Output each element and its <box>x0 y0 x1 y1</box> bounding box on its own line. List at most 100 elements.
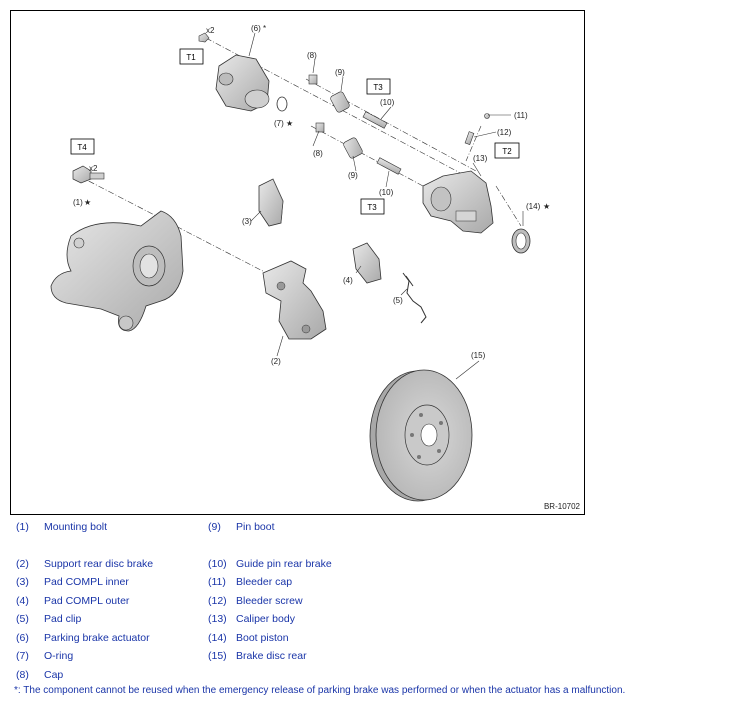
quantity-mark-mounting-bolt: x2 <box>89 164 98 173</box>
legend-item: (14) Boot piston <box>208 632 289 644</box>
guide-pin-upper-part <box>362 111 388 129</box>
callout-13: (13) <box>473 154 488 163</box>
callout-3: (3) <box>242 217 252 226</box>
pin-boot-upper-part <box>330 91 350 113</box>
mounting-bolt-part <box>72 165 105 184</box>
callout-1: (1) <box>73 198 83 207</box>
callout-4: (4) <box>343 276 353 285</box>
callout-6: (6) <box>251 24 261 33</box>
legend-number: (13) <box>208 613 227 625</box>
guide-pin-lower-part <box>376 157 402 175</box>
parking-actuator-part <box>198 32 270 112</box>
boot-piston-part <box>511 228 531 254</box>
legend-name: Guide pin rear brake <box>236 558 332 570</box>
torque-label-t3-upper: T3 <box>373 83 383 92</box>
quantity-mark-actuator-bolt: x2 <box>206 26 215 35</box>
knuckle-part <box>50 210 184 332</box>
torque-label-t1: T1 <box>186 53 196 62</box>
callout-2: (2) <box>271 357 281 366</box>
legend-number: (15) <box>208 650 227 662</box>
legend-name: Boot piston <box>236 632 289 644</box>
torque-label-t2: T2 <box>502 147 512 156</box>
callout-7: (7) <box>274 119 284 128</box>
bleeder-cap-part <box>484 113 490 119</box>
legend-name: Pad COMPL outer <box>44 595 130 607</box>
callout-8-lower: (8) <box>313 149 323 158</box>
legend-name: Pin boot <box>236 521 275 533</box>
legend-item: (13) Caliper body <box>208 613 295 625</box>
legend-number: (4) <box>16 595 29 607</box>
torque-label-t4: T4 <box>77 143 87 152</box>
legend-item: (1)Mounting bolt <box>16 521 107 533</box>
inner-pad-part <box>258 178 284 227</box>
legend-name: Parking brake actuator <box>44 632 150 644</box>
legend-number: (6) <box>16 632 29 644</box>
pad-clip-part <box>402 272 427 324</box>
cap-lower-part <box>315 122 325 133</box>
callout-9-upper: (9) <box>335 68 345 77</box>
legend-name: O-ring <box>44 650 74 662</box>
callout-14: (14) <box>526 202 541 211</box>
leader-lines <box>248 32 524 380</box>
callout-5: (5) <box>393 296 403 305</box>
legend-item: (7)O-ring <box>16 650 73 662</box>
caliper-body-part <box>422 170 494 234</box>
outer-pad-part <box>352 242 382 284</box>
legend-name: Bleeder screw <box>236 595 303 607</box>
footnote: *: The component cannot be reused when t… <box>14 685 626 696</box>
callout-12: (12) <box>497 128 512 137</box>
legend-number: (5) <box>16 613 29 625</box>
o-ring-part <box>276 96 288 112</box>
torque-box-t3-lower <box>360 198 385 215</box>
legend-item: (6) Parking brake actuator <box>16 632 150 644</box>
legend-item: (2) Support rear disc brake <box>16 558 153 570</box>
legend-number: (3) <box>16 576 29 588</box>
legend-number: (9) <box>208 521 221 533</box>
torque-box-t3-upper <box>366 78 391 95</box>
legend-number: (14) <box>208 632 227 644</box>
legend-name: Pad COMPL inner <box>44 576 129 588</box>
star-mark-1: ★ <box>84 198 91 207</box>
legend-item: (15) Brake disc rear <box>208 650 307 662</box>
legend-item: (11)Bleeder cap <box>208 576 292 588</box>
callout-10-lower: (10) <box>379 188 394 197</box>
asterisk-mark-6: * <box>263 24 266 33</box>
torque-box-t2 <box>494 142 520 159</box>
legend-item: (12) Bleeder screw <box>208 595 303 607</box>
legend-item: (5) Pad clip <box>16 613 81 625</box>
legend-number: (8) <box>16 669 29 681</box>
legend-item: (4) Pad COMPL outer <box>16 595 129 607</box>
torque-boxes: T1 T2 T3 T3 T4 <box>70 48 520 215</box>
legend-name: Pad clip <box>44 613 82 625</box>
callout-8-upper: (8) <box>307 51 317 60</box>
exploded-view-diagram: T1 T2 T3 T3 T4 x2 x2 (1) ★ (2) (3) (4) (… <box>10 10 585 515</box>
legend-name: Caliper body <box>236 613 295 625</box>
legend-item: (10) Guide pin rear brake <box>208 558 332 570</box>
legend-name: Brake disc rear <box>236 650 307 662</box>
callout-15: (15) <box>471 351 486 360</box>
callout-10-upper: (10) <box>380 98 395 107</box>
legend-number: (10) <box>208 558 227 570</box>
brake-disc-part <box>369 369 473 502</box>
pin-boot-lower-part <box>343 137 363 159</box>
torque-box-t4 <box>70 138 95 155</box>
callout-9-lower: (9) <box>348 171 358 180</box>
cap-upper-part <box>308 74 318 85</box>
legend-number: (12) <box>208 595 227 607</box>
diagram-svg: T1 T2 T3 T3 T4 x2 x2 (1) ★ (2) (3) (4) (… <box>50 24 550 502</box>
torque-label-t3-lower: T3 <box>367 203 377 212</box>
legend-name: Cap <box>44 669 64 681</box>
legend-number: (2) <box>16 558 29 570</box>
legend-name: Support rear disc brake <box>44 558 154 570</box>
star-mark-7: ★ <box>286 119 293 128</box>
callout-labels: (1) ★ (2) (3) (4) (5) (6) * (7) ★ (8) (8… <box>73 24 550 366</box>
legend-item: (9) Pin boot <box>208 521 275 533</box>
legend-number: (1) <box>16 521 29 533</box>
torque-box-t1 <box>179 48 204 65</box>
legend-name: Bleeder cap <box>236 576 293 588</box>
callout-11: (11) <box>514 111 528 120</box>
support-bracket-part <box>262 260 327 340</box>
figure-id: BR-10702 <box>543 502 580 511</box>
star-mark-14: ★ <box>543 202 550 211</box>
bleeder-screw-part <box>464 131 475 146</box>
